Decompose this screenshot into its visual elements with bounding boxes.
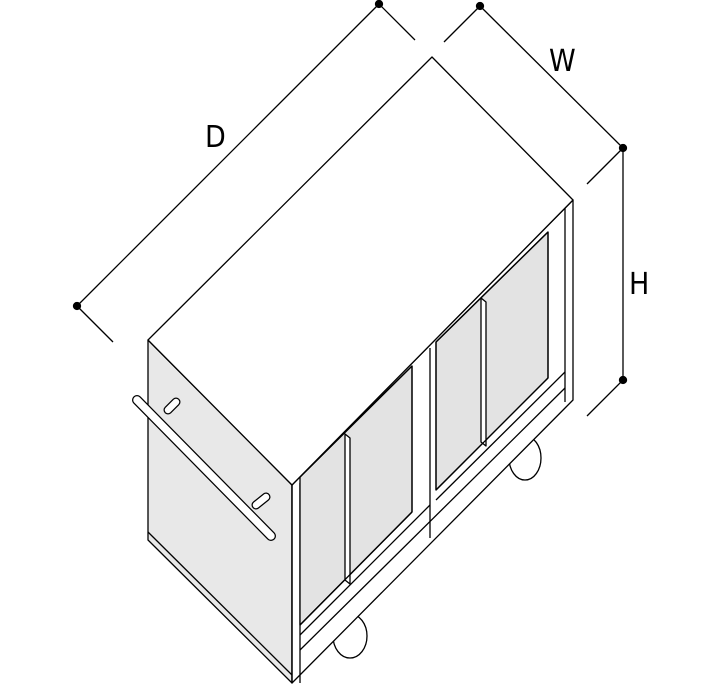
depth-dimension bbox=[72, 0, 416, 343]
top-surface bbox=[147, 56, 574, 486]
push-handle bbox=[132, 395, 276, 541]
width-dimension bbox=[443, 1, 628, 185]
width-label: W bbox=[549, 44, 576, 79]
depth-label: D bbox=[205, 120, 226, 155]
compartment-divider-right bbox=[480, 297, 487, 447]
height-dimension bbox=[586, 148, 628, 417]
compartment-divider-left bbox=[344, 433, 351, 585]
height-label: H bbox=[629, 267, 649, 302]
